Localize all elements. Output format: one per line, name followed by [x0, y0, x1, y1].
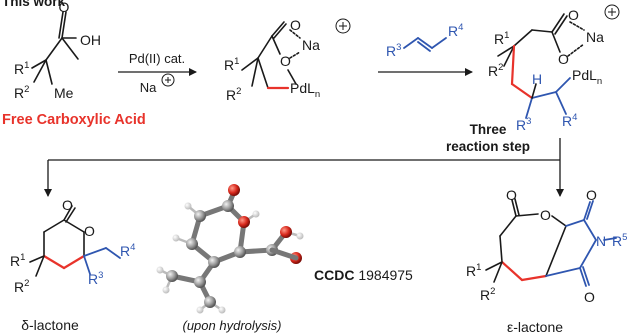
- note-line2: reaction step: [446, 139, 530, 154]
- svg-text:Na: Na: [586, 29, 604, 45]
- svg-text:R5: R5: [612, 232, 627, 249]
- svg-text:O: O: [506, 187, 517, 203]
- svg-text:O: O: [62, 197, 73, 213]
- delta-lactone-caption: δ-lactone: [21, 317, 79, 333]
- alkene-reagent: R3 R4: [386, 22, 463, 59]
- svg-text:R2: R2: [480, 286, 495, 303]
- svg-text:R1: R1: [494, 30, 509, 47]
- palladacycle-charge-icon: [335, 18, 351, 34]
- svg-text:O: O: [59, 0, 70, 15]
- svg-text:R3: R3: [88, 270, 103, 287]
- svg-text:O: O: [584, 289, 595, 305]
- insertion-intermediate-structure: O O Na R1 R2 H R3 R4 PdLn: [488, 7, 604, 133]
- svg-text:PdLn: PdLn: [290, 80, 320, 100]
- carboxylic-acid-structure: O OH R1 R2 Me: [14, 0, 101, 101]
- note-line1: Three: [470, 122, 507, 137]
- svg-text:R3: R3: [516, 116, 531, 133]
- epsilon-lactone-structure: O O O O N R5 R1 R2: [466, 187, 627, 305]
- header-fragment: This work: [2, 0, 66, 9]
- svg-text:R1: R1: [10, 252, 25, 269]
- svg-text:PdLn: PdLn: [572, 67, 602, 87]
- crystal-structure-image: [156, 184, 304, 314]
- svg-text:R4: R4: [448, 22, 463, 39]
- svg-text:R2: R2: [488, 62, 503, 79]
- svg-text:R2: R2: [14, 84, 29, 101]
- svg-text:R2: R2: [226, 86, 241, 103]
- palladacycle-structure: O O Na R1 R2 PdLn: [224, 17, 320, 103]
- svg-text:R2: R2: [14, 278, 29, 295]
- sodium-cation-icon: [161, 73, 175, 87]
- svg-text:R4: R4: [562, 112, 577, 129]
- svg-text:R4: R4: [120, 242, 135, 259]
- svg-text:This work: This work: [2, 0, 66, 9]
- epsilon-lactone-caption: ε-lactone: [507, 319, 563, 335]
- crystal-caption: (upon hydrolysis): [183, 318, 282, 333]
- svg-text:O: O: [540, 207, 551, 223]
- svg-text:O: O: [84, 223, 95, 239]
- svg-text:OH: OH: [80, 32, 101, 48]
- svg-text:R1: R1: [224, 56, 239, 73]
- svg-text:R3: R3: [386, 42, 401, 59]
- svg-text:H: H: [532, 71, 542, 87]
- ccdc-reference: CCDC 1984975: [314, 267, 413, 283]
- insertion-charge-icon: [604, 4, 620, 20]
- svg-text:O: O: [568, 7, 579, 23]
- svg-text:R1: R1: [14, 60, 29, 77]
- branch-arrows: [44, 138, 564, 197]
- svg-text:O: O: [586, 187, 597, 203]
- svg-text:Me: Me: [54, 85, 74, 101]
- svg-text:N: N: [596, 233, 606, 249]
- svg-text:O: O: [558, 51, 569, 67]
- delta-lactone-structure: O O R1 R2 R3 R4: [10, 197, 135, 295]
- svg-text:O: O: [280, 53, 291, 69]
- step1-reagent-top: Pd(II) cat.: [129, 51, 185, 66]
- svg-text:O: O: [290, 17, 301, 33]
- svg-text:Na: Na: [302, 37, 320, 53]
- svg-text:R1: R1: [466, 262, 481, 279]
- step1-reagent-bottom: Na: [140, 80, 157, 95]
- start-material-caption: Free Carboxylic Acid: [2, 112, 146, 128]
